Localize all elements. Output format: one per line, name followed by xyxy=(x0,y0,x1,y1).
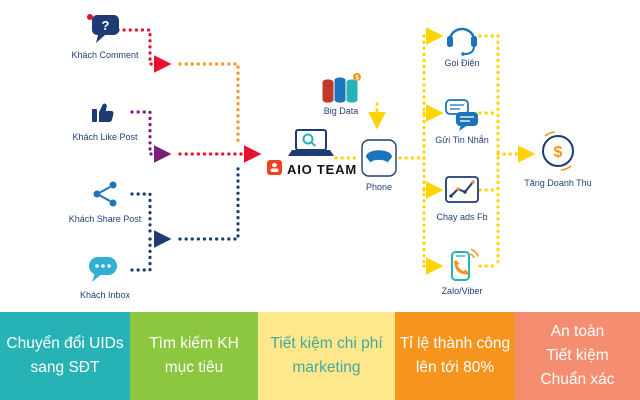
channel-label-message: Gửi Tin Nhắn xyxy=(435,135,489,145)
connector-lines xyxy=(116,27,536,275)
benefit-box-uid: Chuyển đổi UIDs sang SĐT xyxy=(0,312,130,400)
aio-logo-icon xyxy=(267,160,282,175)
channel-label-ads: Chạy ads Fb xyxy=(436,212,487,222)
laptop-search-icon xyxy=(288,129,334,156)
svg-text:$: $ xyxy=(355,76,359,82)
benefit-box-cost: Tiết kiệm chi phí marketing xyxy=(258,312,395,400)
benefit-box-safe: An toàn Tiết kiệm Chuẩn xác xyxy=(515,312,640,400)
flow-diagram: ? Khách Comment Khách Like Post Khách Sh… xyxy=(69,14,592,300)
big-data-label: Big Data xyxy=(324,106,359,116)
thumbs-up-icon xyxy=(92,103,114,122)
messages-icon xyxy=(445,99,478,131)
channel-label-call: Gọi Điện xyxy=(444,58,479,68)
inbox-chat-icon xyxy=(89,257,117,282)
headset-icon xyxy=(447,27,477,56)
connector-bottom-navy xyxy=(178,162,240,241)
connector-inbox xyxy=(130,242,152,272)
channel-label-zalo: Zalo/Viber xyxy=(442,286,483,296)
source-label-like: Khách Like Post xyxy=(72,132,138,142)
source-label-comment: Khách Comment xyxy=(71,50,139,60)
source-label-share: Khách Share Post xyxy=(69,214,142,224)
benefit-box-success: Tỉ lệ thành công lên tới 80% xyxy=(395,312,515,400)
svg-text:$: $ xyxy=(554,144,563,161)
connector-share xyxy=(130,192,152,236)
mobile-call-icon xyxy=(451,248,479,281)
benefit-band: Chuyển đổi UIDs sang SĐT Tìm kiếm KH mục… xyxy=(0,312,640,400)
source-label-inbox: Khách Inbox xyxy=(80,290,131,300)
connector-comment xyxy=(116,28,172,73)
money-icon: $ xyxy=(542,131,574,171)
team-label: AIO TEAM xyxy=(287,162,357,177)
share-icon xyxy=(93,181,117,207)
benefit-box-target: Tìm kiếm KH mục tiêu xyxy=(130,312,258,400)
phone-icon xyxy=(361,139,397,177)
big-data-icon: $ xyxy=(322,73,361,103)
comment-question-icon: ? xyxy=(87,14,119,43)
result-label: Tăng Doanh Thu xyxy=(524,178,591,188)
chart-icon xyxy=(445,176,479,203)
connector-top-orange xyxy=(178,62,240,146)
connector-channel-leads xyxy=(478,34,500,268)
phone-label: Phone xyxy=(366,182,392,192)
svg-text:?: ? xyxy=(102,18,110,33)
